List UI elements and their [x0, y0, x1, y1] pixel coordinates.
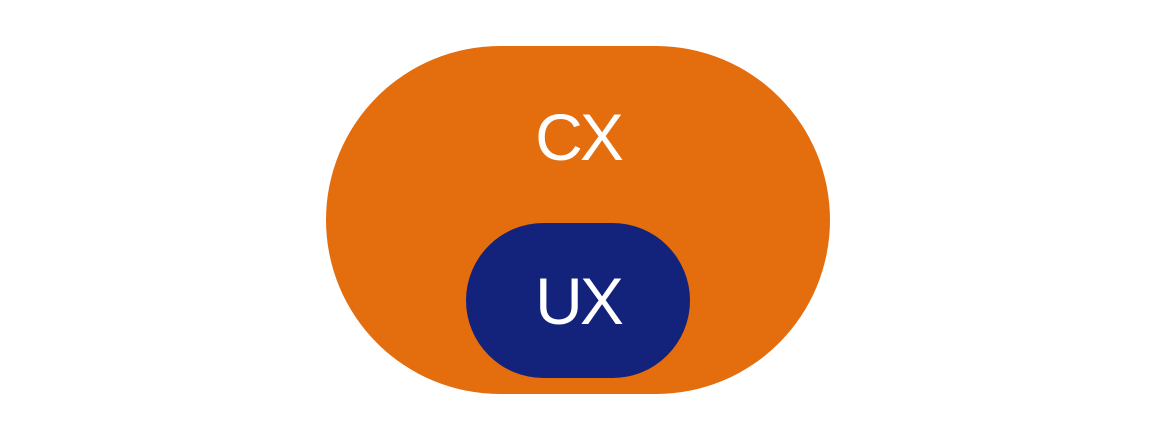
ux-label: UX [535, 264, 624, 338]
ux-inner-shape [466, 223, 690, 378]
cx-label: CX [535, 100, 624, 174]
